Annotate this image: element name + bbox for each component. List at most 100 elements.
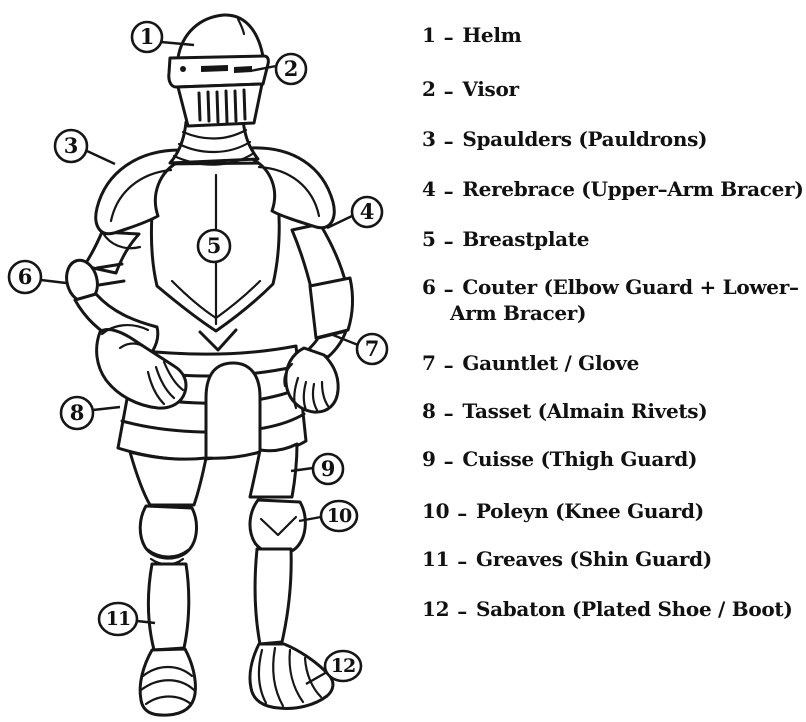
legend-item-5-separator: – [443,229,454,253]
legend-item-11-number: 11 [422,547,450,571]
face-grille [176,82,264,128]
marker-7: 7 [355,332,389,366]
knight-illustration: 1 2 3 4 5 6 7 [7,13,389,717]
legend-item-6-separator: – [443,277,454,301]
legend-item-10-number: 10 [422,499,450,523]
legend-item-4: 4–Rerebrace (Upper–Arm Bracer) [422,176,806,203]
left-arm [65,230,160,354]
legend-item-7-separator: – [443,353,454,377]
legend-item-12: 12–Sabaton (Plated Shoe / Boot) [422,596,806,623]
legend-item-5: 5–Breastplate [422,226,806,253]
leader-line-6 [40,278,67,285]
legend-item-2: 2–Visor [422,76,806,103]
svg-text:6: 6 [18,264,33,289]
right-arm [290,222,354,359]
marker-5: 5 [196,228,232,264]
marker-8: 8 [59,395,95,431]
visor-pivot-rivet [180,66,186,72]
marker-3: 3 [53,128,89,164]
leader-line-7 [332,333,359,347]
left-gauntlet [95,324,188,410]
legend-item-8-number: 8 [422,399,436,423]
left-poleyn [138,504,198,560]
svg-text:4: 4 [360,199,375,224]
visor [167,54,270,89]
legend-item-7-number: 7 [422,351,436,375]
svg-text:12: 12 [331,655,355,677]
leader-line-11 [136,619,156,625]
left-spaulder [94,148,182,250]
codpiece-plate [204,361,262,460]
left-leg [128,450,208,717]
leader-line-8 [92,405,121,412]
right-poleyn [248,498,307,556]
helm [167,13,270,128]
gorget [168,118,260,166]
right-gauntlet [283,346,340,414]
legend-item-1-separator: – [443,25,454,49]
marker-9: 9 [311,452,345,486]
marker-10: 10 [319,499,359,533]
legend-item-3-label: Spaulders (Pauldrons) [462,127,708,151]
legend-item-8-separator: – [443,401,454,425]
marker-1: 1 [130,20,164,54]
knight-armor-figure: 1 2 3 4 5 6 7 [7,13,389,717]
legend-item-3-number: 3 [422,127,436,151]
left-greave [147,562,191,652]
svg-text:9: 9 [321,456,336,481]
left-vambrace [73,292,160,354]
leader-line-1 [160,40,195,47]
legend-item-6: 6–Couter (Elbow Guard + Lower– Arm Brace… [422,274,806,326]
legend-item-8: 8–Tasset (Almain Rivets) [422,398,806,425]
legend-item-12-separator: – [457,599,467,623]
legend-item-9-label: Cuisse (Thigh Guard) [462,447,698,471]
legend-item-10: 10–Poleyn (Knee Guard) [422,498,806,525]
marker-4: 4 [350,195,384,229]
legend-item-7-label: Gauntlet / Glove [462,351,640,375]
marker-11: 11 [97,601,139,637]
svg-text:11: 11 [106,608,130,630]
legend-item-1-label: Helm [462,23,522,47]
right-leg [248,442,335,710]
eye-slit-left [201,65,228,72]
leader-line-10 [298,515,322,523]
svg-text:1: 1 [140,24,155,49]
legend-item-1: 1–Helm [422,22,806,49]
leader-line-2 [249,64,277,73]
leader-line-3 [86,149,116,166]
marker-6: 6 [7,259,43,295]
legend-item-4-label: Rerebrace (Upper–Arm Bracer) [462,177,804,201]
svg-text:5: 5 [207,233,222,258]
legend-item-4-separator: – [443,179,454,203]
svg-text:7: 7 [365,336,380,361]
svg-text:2: 2 [284,56,299,81]
legend-item-6-number: 6 [422,275,436,299]
right-cuisse [248,442,299,499]
left-sabaton [138,647,197,717]
legend-item-4-number: 4 [422,177,436,201]
marker-2: 2 [274,52,308,86]
legend-item-11-separator: – [457,549,467,573]
legend-item-3: 3–Spaulders (Pauldrons) [422,126,806,153]
legend-item-9-number: 9 [422,447,436,471]
leader-line-9 [290,466,314,473]
left-cuisse [128,450,208,507]
leader-line-4 [326,214,353,230]
right-vambrace [308,276,354,340]
legend-item-12-label: Sabaton (Plated Shoe / Boot) [475,597,793,621]
legend-item-2-separator: – [443,79,454,103]
legend-item-1-number: 1 [422,23,436,47]
legend-item-11: 11–Greaves (Shin Guard) [422,546,806,573]
legend-item-9-separator: – [443,449,454,473]
svg-text:8: 8 [70,400,85,425]
right-spaulder [248,146,336,230]
right-greave [253,547,293,646]
legend-item-6-label: Couter (Elbow Guard + Lower– [462,275,799,299]
legend-item-9: 9–Cuisse (Thigh Guard) [422,446,806,473]
leader-line-12 [305,670,328,686]
legend-item-12-number: 12 [422,597,450,621]
legend-item-2-number: 2 [422,77,436,101]
svg-text:10: 10 [327,505,352,527]
legend-item-3-separator: – [443,129,454,153]
